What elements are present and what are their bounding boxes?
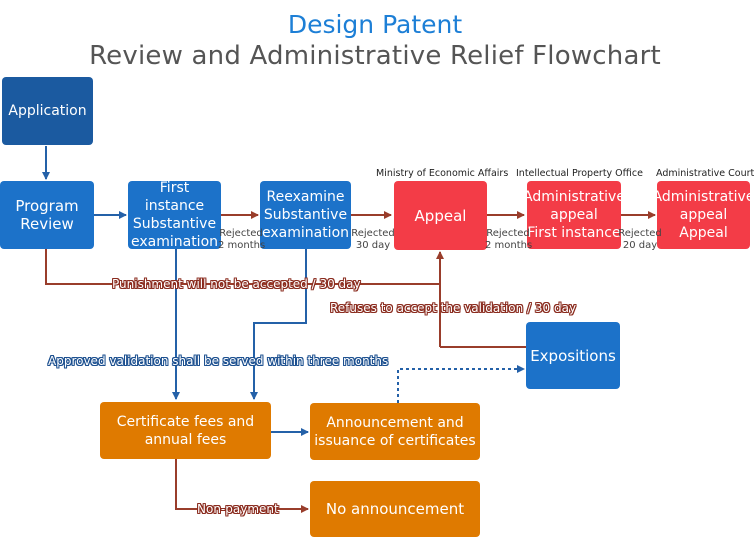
admin-appeal-line-1: Administrative	[652, 189, 754, 205]
reexamine-box: Reexamine Substantive examination	[260, 181, 351, 249]
certificate-fees-box: Certificate fees and annual fees	[100, 402, 271, 459]
refuses-label: Refuses to accept the validation / 30 da…	[330, 301, 577, 315]
program-review-line-1: Program	[15, 197, 79, 215]
program-review-line-2: Review	[20, 215, 74, 233]
rejection-label-2: Rejected 30 day	[350, 228, 396, 252]
no-announcement-label: No announcement	[325, 500, 465, 518]
court-label: Administrative Court	[656, 168, 754, 179]
no-announcement-box: No announcement	[310, 481, 480, 537]
diagram-title: Design Patent	[287, 10, 463, 39]
expositions-label: Expositions	[530, 346, 616, 365]
rejection-4-text: Rejected	[618, 228, 662, 239]
announcement-box: Announcement and issuance of certificate…	[310, 403, 480, 460]
program-review-box: Program Review	[0, 181, 94, 249]
first-instance-line-2: Substantive	[132, 216, 217, 232]
expositions-box: Expositions	[526, 322, 620, 389]
rejection-label-4: Rejected 20 day	[617, 228, 663, 252]
first-instance-box: First instance Substantive examination	[128, 180, 221, 250]
diagram-subtitle: Review and Administrative Relief Flowcha…	[89, 41, 661, 71]
rejection-4-period: 20 day	[622, 240, 658, 251]
first-instance-line-1: First instance	[144, 180, 205, 214]
admin-first-line-2: appeal	[550, 207, 598, 223]
admin-appeal-line-3: Appeal	[679, 225, 728, 241]
application-box: Application	[2, 77, 93, 145]
ministry-label: Ministry of Economic Affairs	[376, 168, 509, 179]
arrow-reexamine-to-certificate-fees	[250, 249, 307, 400]
rejection-2-text: Rejected	[351, 228, 395, 239]
admin-appeal-appeal-box: Administrative appeal Appeal	[653, 181, 754, 249]
arrow-certificate-fees-nonpayment	[175, 459, 309, 513]
rejection-3-period: 2 months	[485, 240, 533, 251]
certificate-fees-line-1: Certificate fees and	[116, 413, 255, 430]
certificate-fees-line-2: annual fees	[144, 431, 227, 448]
reexamine-line-3: examination	[261, 225, 350, 241]
nonpayment-label: Non-payment	[197, 502, 279, 516]
admin-appeal-first-instance-box: Administrative appeal First instance	[523, 181, 625, 249]
approved-label: Approved validation shall be served with…	[48, 354, 389, 368]
announcement-line-1: Announcement and	[326, 414, 464, 431]
arrow-program-review-punishment-to-appeal	[45, 249, 440, 285]
ipo-label: Intellectual Property Office	[516, 168, 643, 179]
first-instance-line-3: examination	[130, 234, 219, 250]
rejection-label-3: Rejected 2 months	[485, 228, 533, 252]
admin-first-line-3: First instance	[527, 225, 621, 241]
application-label: Application	[8, 103, 87, 119]
rejection-label-1: Rejected 2 months	[218, 228, 266, 252]
reexamine-line-1: Reexamine	[266, 189, 345, 205]
appeal-label: Appeal	[414, 206, 467, 225]
rejection-1-text: Rejected	[219, 228, 263, 239]
admin-appeal-line-2: appeal	[679, 207, 728, 223]
punishment-label: Punishment will not be accepted / 30 day	[112, 277, 361, 291]
announcement-line-2: issuance of certificates	[314, 432, 476, 449]
rejection-1-period: 2 months	[218, 240, 266, 251]
admin-first-line-1: Administrative	[523, 189, 625, 205]
appeal-box: Appeal	[394, 181, 487, 250]
arrow-announcement-to-expositions	[397, 365, 525, 403]
rejection-3-text: Rejected	[486, 228, 530, 239]
reexamine-line-2: Substantive	[263, 207, 348, 223]
rejection-2-period: 30 day	[355, 240, 391, 251]
